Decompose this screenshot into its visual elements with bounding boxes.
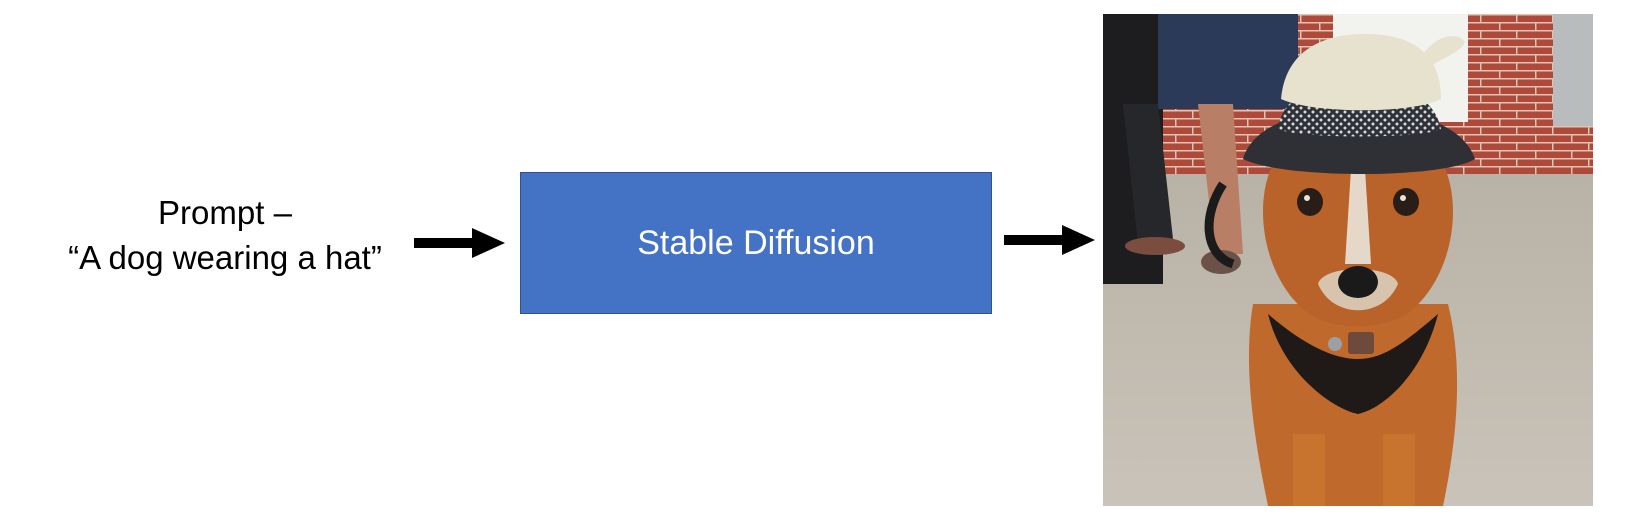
dog-with-hat-illustration <box>1103 14 1593 506</box>
stable-diffusion-block: Stable Diffusion <box>520 172 992 314</box>
arrow-icon <box>1004 225 1095 255</box>
prompt-text: Prompt – “A dog wearing a hat” <box>40 190 410 280</box>
model-label: Stable Diffusion <box>637 223 875 262</box>
prompt-quote: “A dog wearing a hat” <box>68 239 382 276</box>
prompt-label: Prompt – <box>158 194 292 231</box>
arrow-icon <box>414 228 505 258</box>
generated-dog-image <box>1103 14 1593 506</box>
